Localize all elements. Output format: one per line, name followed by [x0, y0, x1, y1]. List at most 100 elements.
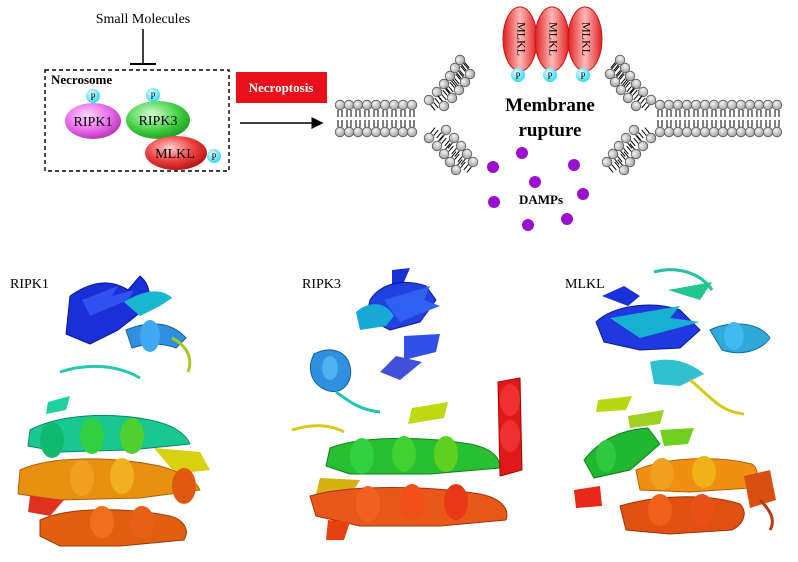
lipid [343, 99, 355, 117]
lipid [690, 120, 702, 138]
ripk3-structure-label: RIPK3 [302, 277, 341, 292]
mlkl-oligomer: MLKL P MLKL P MLKL P [502, 6, 603, 82]
membrane-rupture-line1: Membrane [505, 95, 595, 116]
lipid [771, 99, 783, 117]
lipid [735, 99, 747, 117]
lipid [431, 135, 447, 152]
lipid [442, 87, 458, 104]
lipid [423, 94, 439, 111]
mlkl-phospho [207, 149, 221, 163]
lipid [343, 120, 355, 138]
lipid [370, 120, 382, 138]
lipid [717, 99, 729, 117]
ripk3-protein [126, 101, 190, 139]
lipid [615, 79, 631, 96]
ripk3-phospho [146, 88, 160, 102]
lipid [663, 120, 675, 138]
lipid [620, 132, 636, 149]
lipid [771, 120, 783, 138]
ripk1-structure-label: RIPK1 [10, 277, 49, 292]
lipid [672, 120, 684, 138]
lipid [370, 99, 382, 117]
lipid [604, 63, 620, 80]
damp-particle [488, 196, 500, 208]
lipid [460, 63, 476, 80]
necroptosis-box [236, 72, 327, 103]
lipid [388, 120, 400, 138]
mlkl-protein [145, 136, 207, 170]
lipid [628, 124, 644, 141]
lipid [352, 120, 364, 138]
lipid [620, 151, 636, 168]
lipid [717, 120, 729, 138]
lipid [641, 127, 657, 144]
lipid [633, 135, 649, 152]
lipid [601, 156, 617, 173]
damp-particle [487, 161, 499, 173]
membrane-rupture-line2: rupture [519, 120, 582, 141]
mlkl-phospho-label: P [211, 152, 216, 162]
lipid [438, 78, 454, 95]
lipid [681, 99, 693, 117]
lipid [379, 120, 391, 138]
lipid [449, 79, 465, 96]
ripk3-phospho-label: P [150, 91, 155, 101]
lipid [626, 143, 642, 160]
lipid [457, 148, 473, 165]
damp-particle [522, 219, 534, 231]
damps-label: DAMPs [519, 192, 563, 207]
lipid [610, 54, 626, 71]
lipid [436, 124, 452, 141]
lipid [454, 54, 470, 71]
lipid [334, 99, 346, 117]
lipid [423, 127, 439, 144]
mlkl-structure-label: MLKL [565, 277, 605, 292]
lipid [379, 99, 391, 117]
mlkl-oligomer-3-label: MLKL [579, 22, 593, 56]
lipid [708, 120, 720, 138]
mlkl-oligomer-3-phospho [576, 68, 590, 82]
lipid [708, 99, 720, 117]
lipid [744, 99, 756, 117]
small-molecules-inhibition: Small Molecules [96, 12, 191, 65]
ripk1-label: RIPK1 [74, 115, 113, 130]
ripk1-phospho [86, 89, 100, 103]
lipid [444, 151, 460, 168]
mlkl-oligomer-1: MLKL P [502, 6, 538, 82]
mlkl-oligomer-2-phospho-label: P [547, 71, 552, 81]
lipid [699, 120, 711, 138]
necroptosis-label: Necroptosis [249, 80, 314, 95]
small-molecules-label: Small Molecules [96, 12, 191, 27]
mlkl-oligomer-1-phospho [511, 68, 525, 82]
lipid [622, 87, 638, 104]
mlkl-oligomer-2-phospho [543, 68, 557, 82]
lipid [672, 99, 684, 117]
lipid [613, 140, 629, 157]
lipid [753, 99, 765, 117]
lipid [361, 120, 373, 138]
damp-particle [577, 188, 589, 200]
lipid [334, 120, 346, 138]
lipid [397, 120, 409, 138]
lipid [699, 99, 711, 117]
ripk3-label: RIPK3 [139, 114, 178, 129]
mlkl-oligomer-3-phospho-label: P [580, 71, 585, 81]
damp-particle [561, 213, 573, 225]
lipid [654, 99, 666, 117]
mlkl-oligomer-2: MLKL P [534, 6, 570, 82]
lipid [614, 159, 630, 176]
mlkl-oligomer-3: MLKL P [567, 6, 603, 82]
lipid [406, 99, 418, 117]
lipid [726, 120, 738, 138]
ripk1-protein [65, 103, 121, 139]
membrane-bilayer [334, 54, 783, 176]
ripk1-phospho-label: P [90, 92, 95, 102]
damps: DAMPs [487, 147, 589, 231]
lipid [463, 156, 479, 173]
mlkl-oligomer-1-phospho-label: P [515, 71, 520, 81]
lipid [444, 132, 460, 149]
lipid [451, 140, 467, 157]
lipid [654, 120, 666, 138]
lipid [762, 120, 774, 138]
lipid [726, 99, 738, 117]
